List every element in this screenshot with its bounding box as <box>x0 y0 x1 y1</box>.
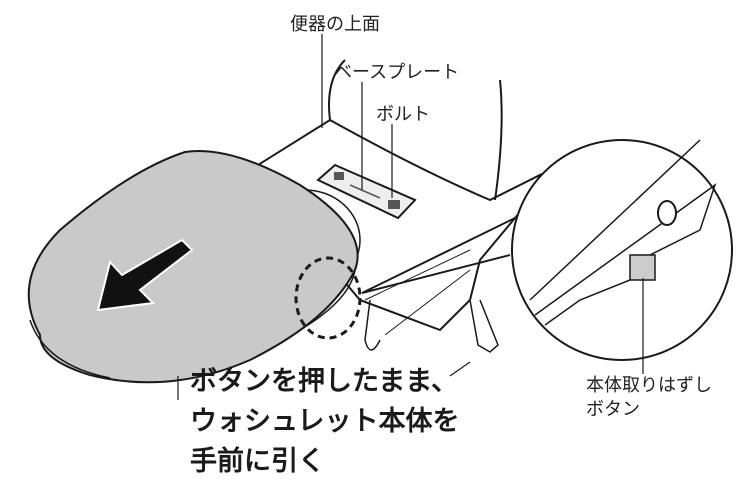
pull-arrow-icon <box>96 238 194 312</box>
label-release-button-line1: 本体取りはずし <box>586 375 712 396</box>
release-button-highlight <box>294 256 362 340</box>
instruction-line3: 手前に引く <box>190 446 325 477</box>
label-bowl-top: 便器の上面 <box>290 14 380 35</box>
bolt-right <box>388 200 400 209</box>
leader-lines <box>177 34 644 400</box>
label-release-button-line2: ボタン <box>586 399 640 420</box>
instruction-text: ボタンを押したまま、 ウォシュレット本体を 手前に引く <box>190 362 459 482</box>
label-bolt: ボルト <box>376 104 430 125</box>
washlet-seat <box>27 149 361 384</box>
bolt-left <box>334 172 344 180</box>
label-release-button: 本体取りはずし ボタン <box>586 374 712 422</box>
instruction-line2: ウォシュレット本体を <box>190 406 460 437</box>
base-plate <box>316 163 417 220</box>
toilet-body <box>248 59 542 353</box>
instruction-line1: ボタンを押したまま、 <box>190 366 459 397</box>
release-button <box>629 254 656 281</box>
detail-zoom-circle <box>511 139 733 361</box>
label-base-plate: ベースプレート <box>334 62 460 83</box>
